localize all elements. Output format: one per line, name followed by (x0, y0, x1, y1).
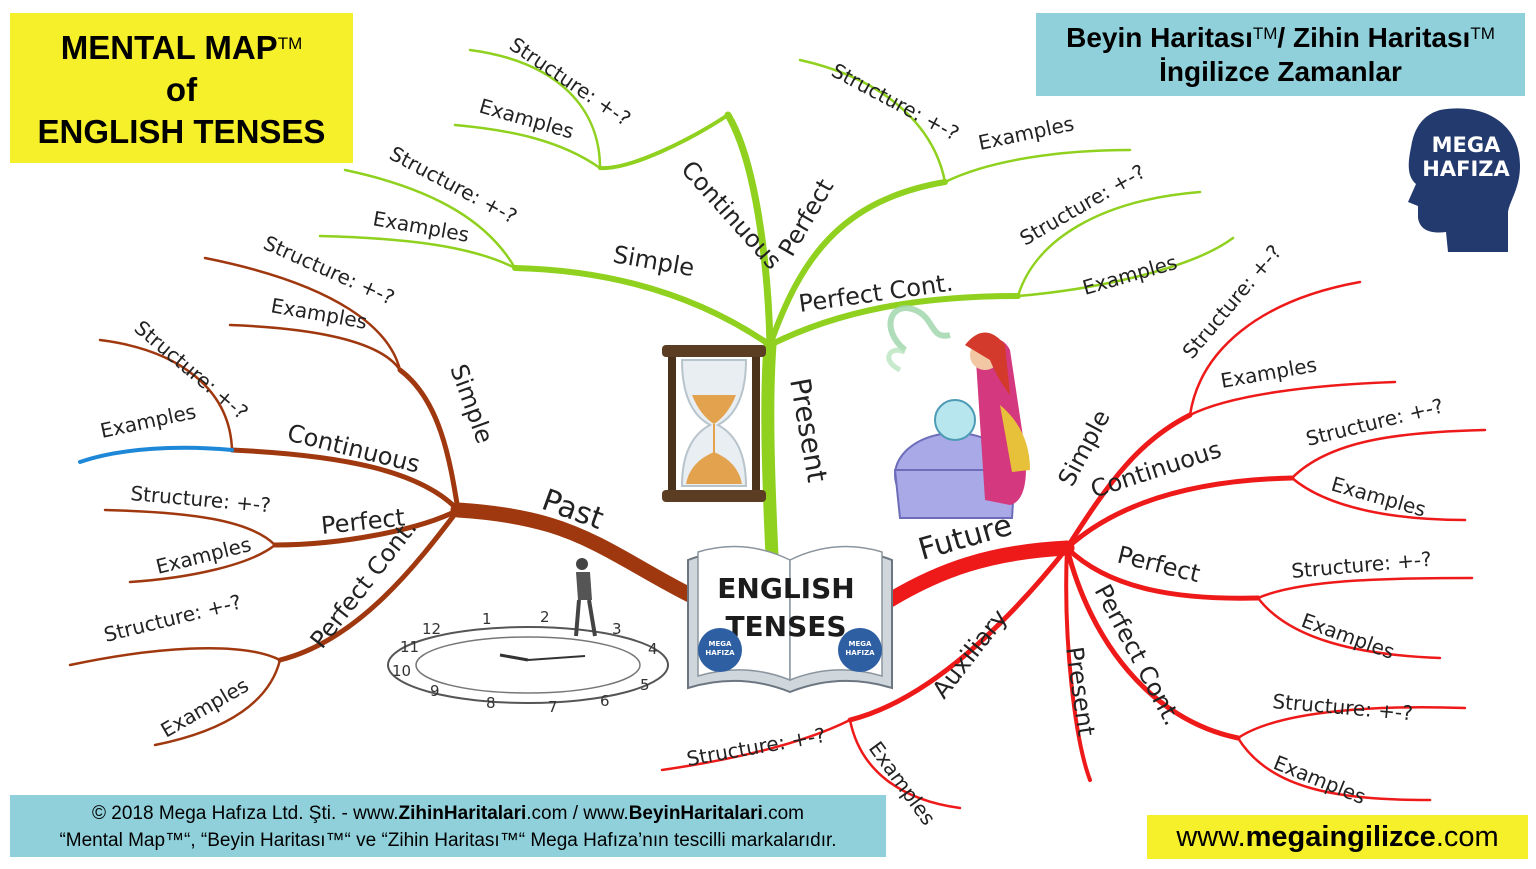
present-simple-label: Simple (611, 240, 697, 282)
past-branch (68, 256, 698, 747)
center-title-1: ENGLISH (717, 572, 854, 605)
title-line-3: ENGLISH TENSES (37, 113, 326, 150)
copyright-line-2: “Mental Map™“, “Beyin Haritası™“ ve “Zih… (59, 830, 837, 851)
copyright-line-1: © 2018 Mega Hafıza Ltd. Şti. - www.Zihin… (92, 803, 804, 824)
title-line-2: of (165, 71, 198, 108)
past-labels: Past Simple Continuous Perfect Perfect C… (98, 231, 608, 743)
future-simple-examples: Examples (1219, 352, 1319, 393)
mega-hafiza-logo: MEGA HAFIZA (1408, 108, 1520, 252)
logo-line-1: MEGA (1432, 133, 1501, 157)
beyin-link[interactable]: BeyinHaritalari (628, 803, 763, 824)
clock-number-5: 5 (640, 676, 650, 694)
present-perfect-examples: Examples (976, 111, 1076, 155)
past-perfect-cont-structure: Structure: +-? (101, 590, 243, 647)
subtitle-line-1: Beyin HaritasıTM/ Zihin HaritasıTM (1066, 22, 1495, 53)
walking-man-icon (574, 558, 597, 637)
future-auxiliary-structure: Structure: +-? (685, 723, 828, 771)
present-label: Present (783, 375, 834, 484)
center-badge-left: MEGA HAFIZA (698, 628, 742, 672)
fortune-teller-icon (886, 305, 1030, 519)
svg-text:MEGA: MEGA (849, 640, 872, 648)
subtitle-box: Beyin HaritasıTM/ Zihin HaritasıTM İngil… (1036, 13, 1525, 96)
hourglass-icon (662, 345, 766, 502)
clock-number-12: 12 (422, 620, 441, 638)
future-continuous-label: Continuous (1087, 435, 1225, 504)
highlight-line (78, 445, 234, 464)
clock-number-6: 6 (600, 692, 610, 710)
future-auxiliary-label: Auxiliary (927, 604, 1013, 704)
svg-text:HAFIZA: HAFIZA (705, 649, 735, 657)
future-branch (660, 280, 1487, 810)
clock-number-3: 3 (612, 620, 622, 638)
past-continuous-examples: Examples (98, 399, 198, 443)
clock-number-1: 1 (482, 610, 492, 628)
future-labels: Future Simple Continuous Perfect Perfect… (685, 240, 1446, 830)
svg-text:HAFIZA: HAFIZA (845, 649, 875, 657)
clock-number-4: 4 (648, 640, 658, 658)
center-title-2: TENSES (725, 610, 846, 643)
future-present-label: Present (1060, 645, 1100, 738)
future-perfect-cont-label: Perfect Cont. (1089, 580, 1187, 730)
clock-icon: 12 1 2 3 4 5 6 7 8 9 10 11 (387, 558, 669, 716)
clock-number-10: 10 (392, 662, 411, 680)
present-perfect-label: Perfect (773, 174, 839, 261)
present-simple-examples: Examples (371, 206, 471, 247)
svg-text:MEGA: MEGA (709, 640, 732, 648)
zihin-link[interactable]: ZihinHaritalari (398, 803, 527, 824)
clock-numbers: 12 1 2 3 4 5 6 7 8 9 10 11 (392, 608, 658, 716)
website-link[interactable]: www.megaingilizce.com (1147, 815, 1528, 859)
title-box: MENTAL MAPTM of ENGLISH TENSES (10, 13, 353, 163)
future-perfect-cont-structure: Structure: +-? (1272, 689, 1414, 725)
copyright-box: © 2018 Mega Hafıza Ltd. Şti. - www.Zihin… (10, 795, 886, 857)
past-simple-label: Simple (444, 360, 498, 447)
future-perfect-examples: Examples (1298, 608, 1398, 664)
logo-line-2: HAFIZA (1422, 157, 1510, 181)
subtitle-line-2: İngilizce Zamanlar (1159, 56, 1402, 87)
clock-number-8: 8 (486, 694, 496, 712)
present-perfect-structure: Structure: +-? (828, 58, 964, 145)
future-continuous-structure: Structure: +-? (1303, 394, 1445, 451)
clock-number-2: 2 (540, 608, 550, 626)
clock-number-11: 11 (400, 638, 419, 656)
present-branch (318, 48, 1235, 563)
clock-number-9: 9 (430, 682, 440, 700)
clock-number-7: 7 (548, 698, 558, 716)
past-continuous-label: Continuous (285, 419, 423, 479)
center-book: ENGLISH TENSES MEGA HAFIZA MEGA HAFIZA (687, 545, 893, 694)
title-line-1: MENTAL MAPTM (60, 29, 303, 66)
center-badge-right: MEGA HAFIZA (838, 628, 882, 672)
present-perfect-cont-examples: Examples (1080, 250, 1180, 300)
